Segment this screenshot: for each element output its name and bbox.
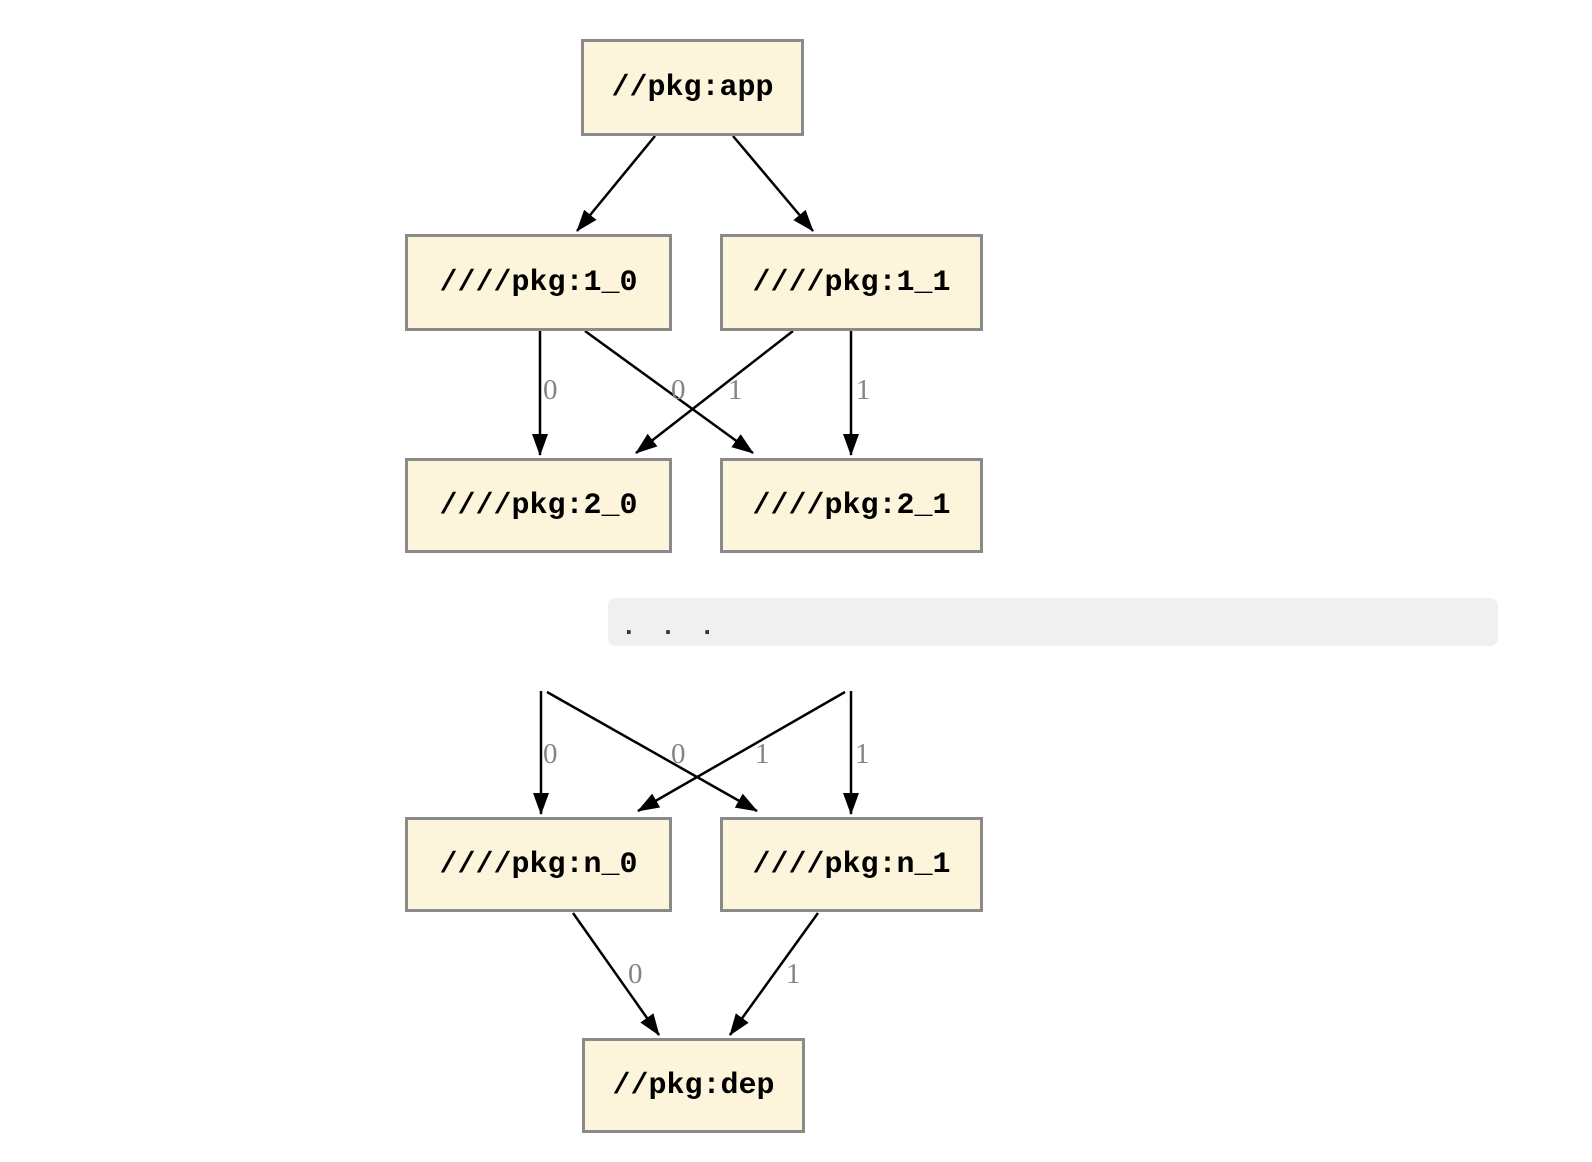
edge-n_0-to-dep — [571, 912, 661, 1036]
node-app: //pkg:app — [581, 39, 804, 136]
edge-label: 0 — [628, 958, 643, 990]
node-1_1: ////pkg:1_1 — [720, 234, 983, 331]
node-2_0: ////pkg:2_0 — [405, 458, 672, 553]
ellipsis-dots: . . . — [621, 612, 720, 642]
edge-app-to-1_0 — [576, 135, 656, 232]
node-2_1: ////pkg:2_1 — [720, 458, 983, 553]
edge-ellipsis-to-n_0-cross — [637, 690, 846, 813]
edge-n_1-to-dep — [728, 912, 820, 1036]
edge-label: 0 — [543, 738, 558, 770]
edge-label: 1 — [786, 958, 801, 990]
node-label: ////pkg:2_1 — [752, 488, 951, 523]
edge-ellipsis-to-n_1-cross — [546, 690, 758, 813]
edge-1_1-to-2_0 — [635, 330, 794, 454]
edge-label: 0 — [671, 738, 686, 770]
node-label: //pkg:app — [611, 70, 774, 105]
edge-label: 1 — [755, 738, 770, 770]
node-label: //pkg:dep — [612, 1068, 775, 1103]
edge-app-to-1_1 — [732, 135, 814, 232]
node-label: ////pkg:n_0 — [439, 847, 638, 882]
node-1_0: ////pkg:1_0 — [405, 234, 672, 331]
node-label: ////pkg:1_1 — [752, 265, 951, 300]
node-dep: //pkg:dep — [582, 1038, 805, 1133]
node-n_0: ////pkg:n_0 — [405, 817, 672, 912]
node-n_1: ////pkg:n_1 — [720, 817, 983, 912]
node-label: ////pkg:n_1 — [752, 847, 951, 882]
edge-label: 0 — [543, 374, 558, 406]
edge-label: 1 — [855, 738, 870, 770]
edge-label: 0 — [671, 374, 686, 406]
ellipsis-band: . . . — [608, 598, 1498, 646]
edge-label: 1 — [856, 374, 871, 406]
edge-label: 1 — [728, 374, 743, 406]
node-label: ////pkg:1_0 — [439, 265, 638, 300]
node-label: ////pkg:2_0 — [439, 488, 638, 523]
